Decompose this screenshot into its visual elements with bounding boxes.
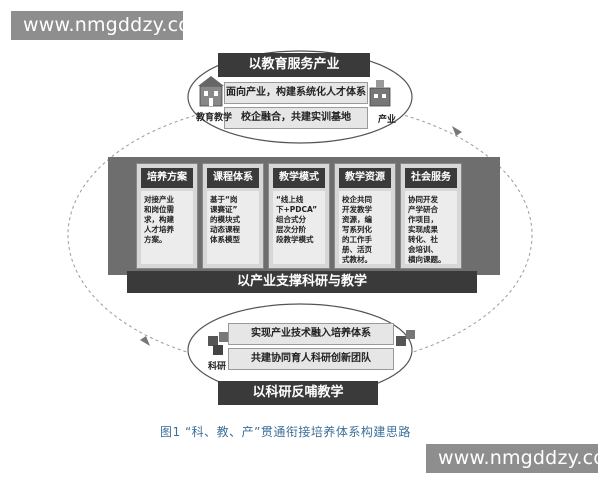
column-heading: 培养方案 (141, 168, 193, 188)
column-text: “线上线 下+PDCA” 组合式分 层次分阶 段教学模式 (273, 191, 325, 264)
bottom-section-title: 以科研反哺教学 (218, 381, 378, 405)
bottom-line-2: 共建协同育人科研创新团队 (228, 348, 394, 370)
education-icon-label: 教育教学 (196, 113, 233, 123)
figure-caption: 图1 “科、教、产”贯通衔接培养体系构建思路 (160, 425, 411, 439)
column-heading: 课程体系 (207, 168, 259, 188)
column-teaching-resources: 教学资源 校企共同 开发教学 资源，编 写系列化 的工作手 册、活页 式教材。 (334, 163, 396, 269)
top-line-1: 面向产业，构建系统化人才体系 (224, 82, 368, 104)
research-icon-label: 科研 (208, 362, 227, 372)
column-text: 对接产业 和岗位需 求，构建 人才培养 方案。 (141, 191, 193, 264)
watermark-bottom: www.nmgddzy.com (426, 444, 600, 473)
column-heading: 教学模式 (273, 168, 325, 188)
cube-cluster-icon (208, 330, 415, 355)
column-text: 校企共同 开发教学 资源，编 写系列化 的工作手 册、活页 式教材。 (339, 191, 391, 264)
arrow-head-left (140, 336, 150, 346)
arrow-head-right (452, 126, 462, 136)
column-social-service: 社会服务 协同开发 产学研合 作项目， 实现成果 转化、社 会培训、 横向课题。 (400, 163, 462, 269)
column-teaching-mode: 教学模式 “线上线 下+PDCA” 组合式分 层次分阶 段教学模式 (268, 163, 330, 269)
watermark-top: www.nmgddzy.com (11, 11, 209, 40)
bottom-line-1: 实现产业技术融入培养体系 (228, 323, 394, 345)
column-training-plan: 培养方案 对接产业 和岗位需 求，构建 人才培养 方案。 (136, 163, 198, 269)
column-heading: 社会服务 (405, 168, 457, 188)
top-line-2: 校企融合，共建实训基地 (224, 107, 368, 129)
factory-icon (369, 80, 391, 107)
school-building-icon (198, 76, 224, 107)
middle-section-title: 以产业支撑科研与教学 (127, 271, 477, 293)
industry-icon-label: 产业 (378, 115, 397, 125)
top-section-title: 以教育服务产业 (218, 53, 370, 77)
column-course-system: 课程体系 基于“岗 课赛证” 的模块式 动态课程 体系模型 (202, 163, 264, 269)
column-text: 协同开发 产学研合 作项目， 实现成果 转化、社 会培训、 横向课题。 (405, 191, 457, 264)
column-text: 基于“岗 课赛证” 的模块式 动态课程 体系模型 (207, 191, 259, 264)
column-heading: 教学资源 (339, 168, 391, 188)
